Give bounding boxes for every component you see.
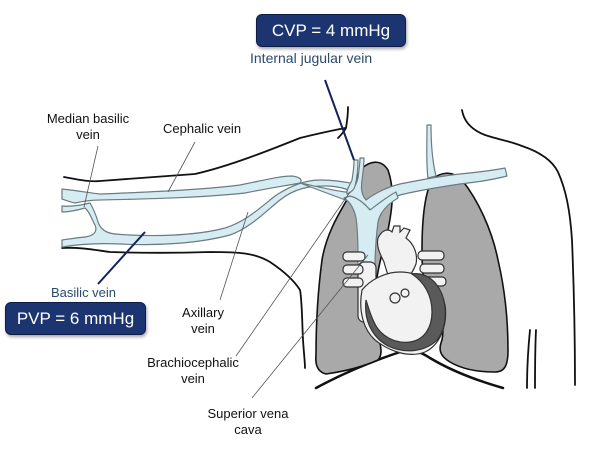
pressure-pointers — [97, 79, 355, 285]
leader-axillary — [219, 211, 249, 301]
label-svc-line1: Superior vena — [207, 406, 289, 421]
ventricle-wall — [365, 273, 446, 352]
internal-jugular-vein[interactable] — [346, 159, 359, 195]
torso-right-line-1 — [526, 329, 531, 389]
label-brachiocephalic-line2: vein — [181, 371, 205, 386]
label-axillary-line1: Axillary — [182, 305, 224, 320]
arm-lower-outline — [61, 246, 306, 369]
pvp-pressure-box: PVP = 6 mmHg — [5, 302, 146, 335]
neck-left-outline — [337, 106, 349, 139]
label-superior-vena-cava: Superior vena cava — [198, 406, 298, 438]
label-brachiocephalic-vein: Brachiocephalic vein — [138, 355, 248, 387]
vein-network — [61, 124, 508, 283]
leader-lines — [83, 141, 369, 399]
leader-median-basilic — [83, 145, 99, 208]
label-median-basilic-line1: Median basilic — [46, 111, 130, 126]
leader-svc — [251, 254, 369, 399]
neck-right-outline — [461, 109, 576, 386]
cvp-pressure-box: CVP = 4 mmHg — [256, 14, 406, 47]
label-svc-line2: cava — [234, 422, 262, 437]
label-internal-jugular-vein: Internal jugular vein — [250, 50, 373, 66]
label-cephalic-vein: Cephalic vein — [163, 121, 242, 136]
cephalic-vein[interactable] — [61, 175, 302, 204]
arm-upper-outline — [63, 127, 346, 183]
label-brachiocephalic-line1: Brachiocephalic — [147, 355, 239, 370]
external-jugular-branch — [426, 124, 437, 179]
label-median-basilic-vein: Median basilic vein — [26, 111, 150, 143]
leader-brachiocephalic — [235, 191, 351, 357]
median-basilic-vein[interactable] — [61, 179, 356, 248]
cvp-pointer — [324, 79, 355, 161]
label-axillary-vein: Axillary vein — [168, 305, 238, 337]
valve-2 — [400, 288, 410, 298]
valve-1 — [389, 292, 401, 304]
pvp-pointer — [97, 231, 146, 285]
label-axillary-line2: vein — [191, 321, 215, 336]
heart — [342, 225, 447, 355]
torso-right-line-2 — [534, 329, 537, 389]
label-basilic-vein: Basilic vein — [51, 285, 117, 300]
leader-cephalic — [167, 141, 196, 193]
label-median-basilic-line2: vein — [76, 127, 100, 142]
